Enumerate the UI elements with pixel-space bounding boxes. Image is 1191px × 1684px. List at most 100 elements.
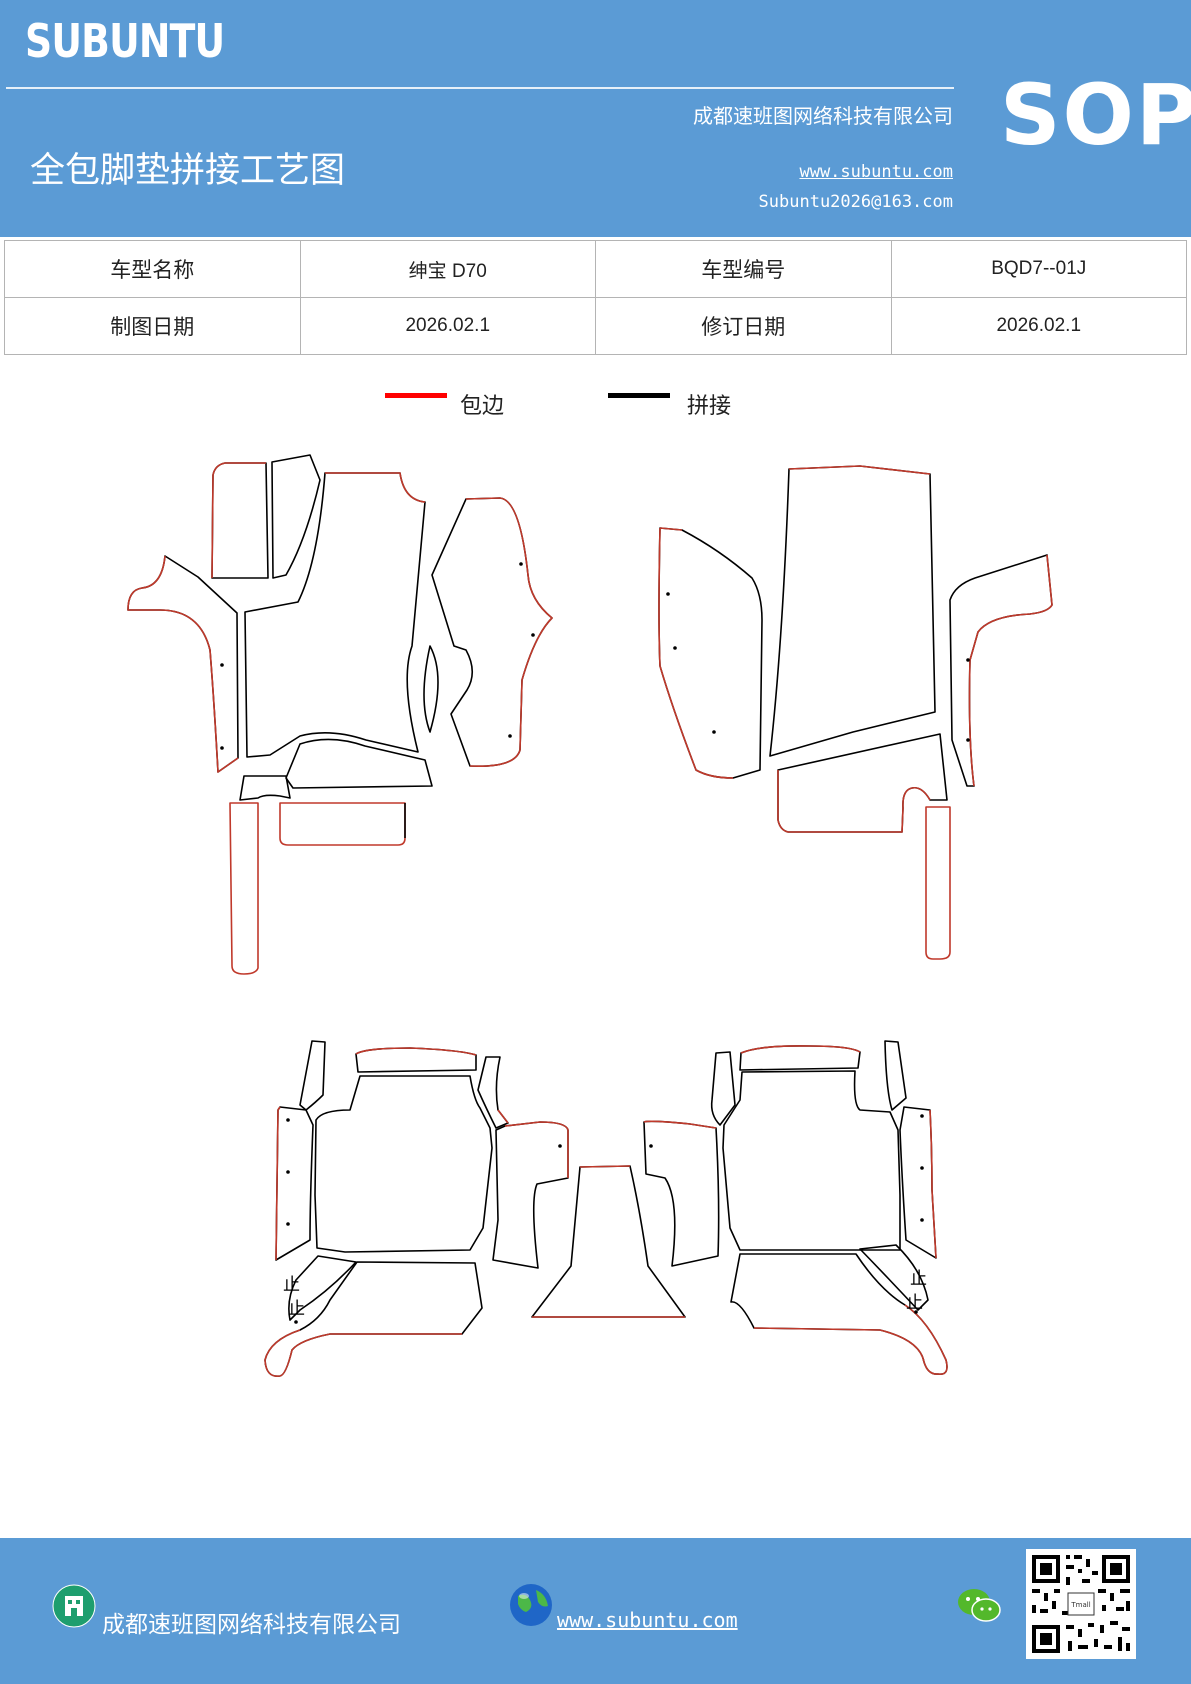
mat-marker xyxy=(531,633,535,637)
mat-piece xyxy=(788,465,931,475)
mat-piece xyxy=(769,465,936,757)
mat-piece xyxy=(465,497,553,767)
mat-piece xyxy=(431,497,553,767)
mat-piece xyxy=(314,1075,493,1253)
mat-marker xyxy=(666,592,670,596)
mat-marker xyxy=(220,746,224,750)
mat-piece xyxy=(710,1051,736,1126)
mat-piece xyxy=(859,1244,929,1311)
mat-piece xyxy=(658,527,734,779)
mat-marker xyxy=(286,1118,290,1122)
mat-piece xyxy=(299,1040,326,1111)
mat-marker xyxy=(558,1144,562,1148)
mat-piece xyxy=(264,1329,462,1377)
center-tunnel-mat xyxy=(531,1165,686,1318)
mat-marker xyxy=(673,646,677,650)
rear-left-mat-group xyxy=(264,1040,569,1377)
mat-piece xyxy=(325,472,426,503)
value-cell: 2026.02.1 xyxy=(299,297,596,355)
building-icon xyxy=(52,1584,96,1628)
label-cell: 制图日期 xyxy=(4,297,301,355)
mat-marker xyxy=(294,1320,298,1324)
legend-label-splice: 拼接 xyxy=(687,394,732,419)
brand-logo: SUBUNTU xyxy=(25,14,225,68)
mat-piece xyxy=(929,1109,937,1259)
center-tunnel-edge xyxy=(532,1165,685,1318)
mat-piece xyxy=(643,1120,720,1267)
value-cell: BQD7--01J xyxy=(890,240,1187,298)
mat-piece xyxy=(777,733,948,833)
sop-badge: SOP xyxy=(1000,66,1191,164)
label-cell: 车型编号 xyxy=(595,240,892,298)
mat-piece xyxy=(127,555,239,773)
mat-marker xyxy=(914,1310,918,1314)
header-email: Subuntu2026@163.com xyxy=(758,192,953,212)
floor-mat-diagram: 止 止 止 止 xyxy=(127,454,1053,1377)
mat-marker xyxy=(519,562,523,566)
mat-piece xyxy=(777,770,931,833)
mat-piece xyxy=(658,527,763,779)
mat-piece xyxy=(355,1047,477,1056)
mat-piece xyxy=(423,645,439,733)
mat-piece xyxy=(288,1255,357,1321)
mat-piece xyxy=(949,554,1053,787)
stop-marker-text: 止 xyxy=(910,1269,927,1289)
mat-piece xyxy=(740,1045,861,1054)
stop-marker-text: 止 xyxy=(283,1275,300,1295)
table-row: 车型名称 绅宝 D70 车型编号 BQD7--01J xyxy=(4,240,1187,298)
mat-piece xyxy=(722,1070,901,1251)
mat-marker xyxy=(920,1218,924,1222)
mat-marker xyxy=(649,1144,653,1148)
legend-label-edge: 包边 xyxy=(460,394,505,419)
mat-piece xyxy=(229,802,259,975)
wechat-icon[interactable] xyxy=(956,1585,1002,1625)
mat-piece xyxy=(925,806,951,960)
mat-marker xyxy=(286,1222,290,1226)
mat-piece xyxy=(275,1106,314,1261)
rear-right-mat-group xyxy=(643,1040,948,1376)
header-divider xyxy=(6,87,954,89)
mat-marker xyxy=(220,663,224,667)
front-left-mat-group xyxy=(127,454,553,975)
mat-piece xyxy=(275,1106,281,1261)
label-cell: 车型名称 xyxy=(4,240,301,298)
mat-marker xyxy=(966,738,970,742)
mat-marker xyxy=(712,730,716,734)
svg-text:Tmall: Tmall xyxy=(1070,1601,1090,1609)
globe-icon xyxy=(510,1584,552,1626)
front-right-mat-group xyxy=(658,465,1053,960)
legend-swatch-edge xyxy=(385,393,447,398)
mat-piece xyxy=(504,1121,569,1178)
mat-marker xyxy=(920,1114,924,1118)
qr-code: Tmall xyxy=(1026,1549,1136,1659)
mat-piece xyxy=(884,1040,907,1111)
header-banner xyxy=(0,0,1191,237)
label-cell: 修订日期 xyxy=(595,297,892,355)
mat-marker xyxy=(508,734,512,738)
header-website-link[interactable]: www.subuntu.com xyxy=(799,162,953,182)
mat-marker xyxy=(966,658,970,662)
header-company: 成都速班图网络科技有限公司 xyxy=(693,104,953,128)
mat-piece xyxy=(497,1109,509,1124)
mat-piece xyxy=(968,554,1053,787)
mat-piece xyxy=(753,1304,948,1376)
footer-company: 成都速班图网络科技有限公司 xyxy=(102,1612,401,1638)
page-title: 全包脚垫拼接工艺图 xyxy=(30,151,346,191)
mat-piece xyxy=(285,738,433,789)
table-row: 制图日期 2026.02.1 修订日期 2026.02.1 xyxy=(4,297,1187,355)
value-cell: 2026.02.1 xyxy=(890,297,1187,355)
mat-piece xyxy=(211,462,266,579)
vehicle-info-table: 车型名称 绅宝 D70 车型编号 BQD7--01J 制图日期 2026.02.… xyxy=(4,240,1187,355)
mat-piece xyxy=(211,462,269,579)
mat-piece xyxy=(271,454,321,579)
stop-marker-text: 止 xyxy=(906,1293,923,1313)
mat-piece xyxy=(739,1045,861,1071)
mat-piece xyxy=(492,1121,569,1269)
mat-marker xyxy=(920,1166,924,1170)
stop-marker-text: 止 xyxy=(288,1299,305,1319)
mat-marker xyxy=(286,1170,290,1174)
footer-website-link[interactable]: www.subuntu.com xyxy=(557,1608,738,1632)
mat-piece xyxy=(239,775,291,801)
value-cell: 绅宝 D70 xyxy=(299,240,596,298)
mat-piece xyxy=(279,802,406,846)
